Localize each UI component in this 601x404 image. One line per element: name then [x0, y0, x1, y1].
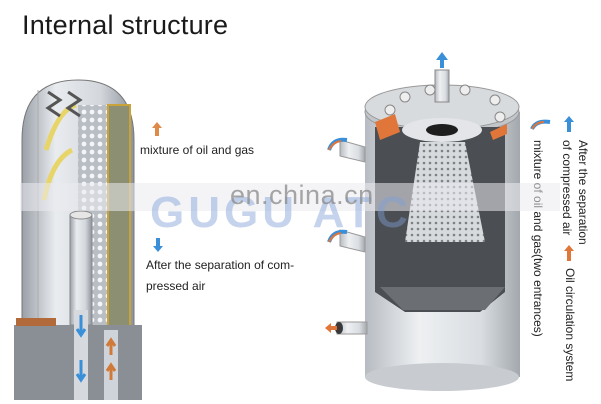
legend-oil-gas-mixture: mixture of oil and gas: [140, 143, 255, 157]
watermark-brand: GUGU ATC: [150, 188, 412, 237]
legend-oil-gas-two-entrances: mixture of oil and gas(two entrances): [531, 140, 545, 337]
legend-separated-air: After the separation of compressed air: [560, 140, 590, 245]
filter-element-cutaway: [14, 79, 142, 400]
watermark-band: [20, 183, 560, 211]
arrow-up-icon: [564, 116, 574, 132]
page-title: Internal structure: [22, 10, 229, 40]
watermark-site: en.china.cn: [230, 180, 374, 210]
legend-oil-circulation: Oil circulation system: [563, 268, 577, 382]
legend-compressed-air-line2: pressed air: [146, 279, 206, 293]
arrow-up-icon: [152, 122, 162, 136]
legend-compressed-air-line1: After the separation of com-: [146, 258, 295, 272]
curved-arrow-icon: [530, 119, 551, 130]
separator-tank-cutaway: [325, 52, 520, 391]
arrow-up-icon: [564, 245, 574, 261]
arrow-down-icon: [153, 238, 163, 252]
